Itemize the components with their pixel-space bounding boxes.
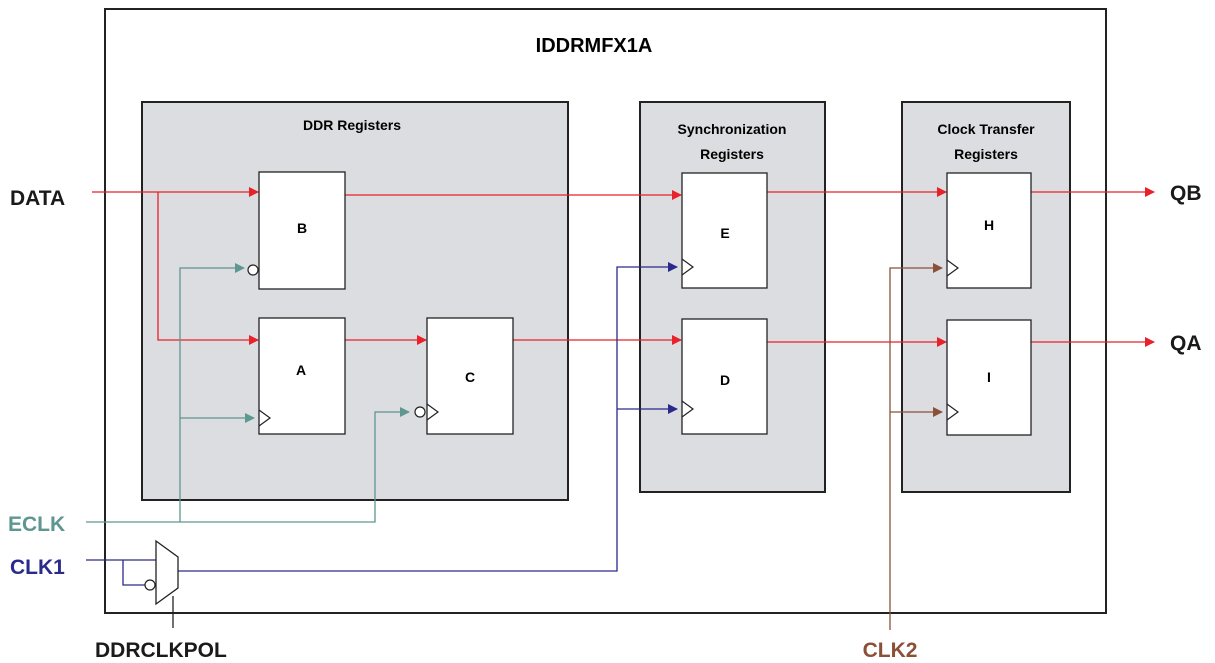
register-i-label: I xyxy=(987,369,991,385)
clock-triangle xyxy=(946,403,960,421)
register-d: D xyxy=(681,318,768,435)
inverter-bubble xyxy=(414,406,426,418)
clk2-wires xyxy=(889,263,943,630)
clock-transfer-label-2: Registers xyxy=(954,146,1018,162)
clk2-input-label: CLK2 xyxy=(863,639,918,662)
register-c: C xyxy=(414,317,514,435)
clock-transfer-label-1: Clock Transfer xyxy=(937,121,1035,137)
clock-transfer-group xyxy=(901,101,1071,493)
clock-triangle xyxy=(681,258,695,276)
register-e-label: E xyxy=(720,225,729,241)
clock-triangle xyxy=(258,409,272,427)
eclk-input-label: ECLK xyxy=(8,513,65,536)
inverter-bubble xyxy=(247,264,259,276)
register-b: B xyxy=(247,171,346,290)
register-b-label: B xyxy=(297,220,307,236)
ddrclkpol-input-label: DDRCLKPOL xyxy=(95,639,227,662)
register-a: A xyxy=(258,317,346,435)
register-e: E xyxy=(681,172,768,289)
register-c-label: C xyxy=(465,369,475,385)
clock-triangle xyxy=(426,403,440,421)
block-title: IDDRMFX1A xyxy=(536,35,653,57)
ddr-registers-label: DDR Registers xyxy=(303,117,401,133)
register-d-label: D xyxy=(720,372,730,388)
register-i: I xyxy=(946,319,1032,436)
clock-triangle xyxy=(681,400,695,418)
clk1-input-label: CLK1 xyxy=(10,556,65,579)
sync-registers-label-1: Synchronization xyxy=(678,121,787,137)
data-input-label: DATA xyxy=(10,187,65,210)
ddr-registers-group xyxy=(141,101,569,501)
register-h: H xyxy=(946,172,1032,289)
qa-output-label: QA xyxy=(1170,332,1202,355)
sync-registers-label-2: Registers xyxy=(700,146,764,162)
clock-triangle xyxy=(946,259,960,277)
register-a-label: A xyxy=(296,362,306,378)
inverter-bubble xyxy=(144,579,156,591)
qb-output-label: QB xyxy=(1170,182,1202,205)
clock-polarity-mux xyxy=(144,539,179,606)
clk1-wires xyxy=(86,262,678,586)
register-h-label: H xyxy=(984,217,994,233)
eclk-wires xyxy=(86,263,410,523)
data-wires xyxy=(92,187,1155,347)
